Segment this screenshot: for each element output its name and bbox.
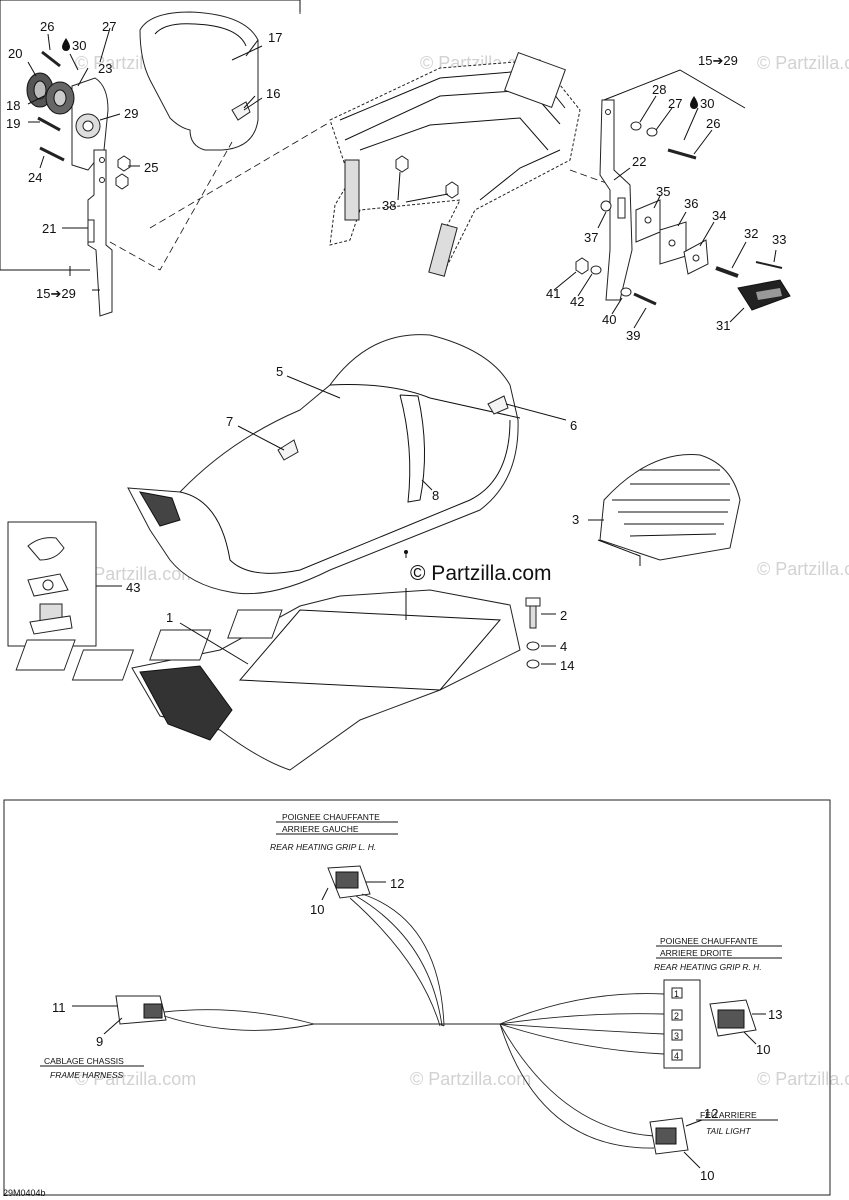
watermark-text: © Partzilla.com: [757, 53, 849, 73]
callout-label: 24: [28, 170, 42, 185]
callout-label: 13: [768, 1007, 782, 1022]
left-grip-label-fr: ARRIERE GAUCHE: [282, 824, 359, 834]
callout-label: 27: [668, 96, 682, 111]
callout-label: 35: [656, 184, 670, 199]
rack-bracket-right: [553, 69, 791, 329]
callouts: 20 26 30 27 17 23 18 19 29 16 25 24 21 1…: [6, 19, 786, 1183]
callout-label: 22: [632, 154, 646, 169]
left-grip-label-en: REAR HEATING GRIP L. H.: [270, 842, 376, 852]
right-grip-label-fr: POIGNEE CHAUFFANTE: [660, 936, 758, 946]
callout-label: 28: [652, 82, 666, 97]
callout-label: 15➔29: [698, 53, 738, 68]
callout-label: 4: [560, 639, 567, 654]
wiring-harness-section: 1 2 3 4 POIGNEE CHAUFFANTE ARRIERE GAUCH…: [3, 799, 831, 1196]
callout-label: 6: [570, 418, 577, 433]
callout-label: 19: [6, 116, 20, 131]
right-grip-label-fr: ARRIERE DROITE: [660, 948, 733, 958]
frame-harness-label-fr: CABLAGE CHASSIS: [44, 1056, 124, 1066]
oil-drop-icon: [690, 96, 698, 109]
left-grip-label-fr: POIGNEE CHAUFFANTE: [282, 812, 380, 822]
seat-base: [15, 550, 521, 771]
kit-43-box: [7, 521, 122, 647]
oil-drop-icon: [62, 38, 70, 51]
callout-label: 33: [772, 232, 786, 247]
watermark-text: © Partzilla.com: [75, 1069, 196, 1089]
callout-label: 10: [756, 1042, 770, 1057]
callout-label: 30: [700, 96, 714, 111]
seat-assembly: [127, 334, 567, 595]
backrest-assembly-left: [0, 0, 331, 317]
diagram-code: 29M0404b: [3, 1188, 46, 1198]
callout-label: 41: [546, 286, 560, 301]
connector-pin-label: 1: [674, 989, 679, 999]
luggage-rack: [299, 12, 621, 277]
watermark-text: © Partzilla.com: [410, 1069, 531, 1089]
callout-label: 14: [560, 658, 574, 673]
callout-label: 29: [124, 106, 138, 121]
callout-label: 37: [584, 230, 598, 245]
callout-label: 30: [72, 38, 86, 53]
callout-label: 36: [684, 196, 698, 211]
hardware-2-4-14: [525, 597, 556, 669]
callout-label: 7: [226, 414, 233, 429]
callout-label: 5: [276, 364, 283, 379]
callout-label: 12: [704, 1106, 718, 1121]
callout-label: 26: [40, 19, 54, 34]
frame-harness-label-en: FRAME HARNESS: [50, 1070, 124, 1080]
callout-label: 15➔29: [36, 286, 76, 301]
callout-label: 23: [98, 61, 112, 76]
connector-pin-label: 2: [674, 1011, 679, 1021]
connector-pin-label: 3: [674, 1031, 679, 1041]
callout-label: 18: [6, 98, 20, 113]
callout-label: 9: [96, 1034, 103, 1049]
partzilla-text: © Partzilla.com: [410, 562, 552, 585]
callout-label: 25: [144, 160, 158, 175]
callout-label: 16: [266, 86, 280, 101]
partzilla-badge: © Partzilla.com: [404, 558, 600, 588]
watermark-text: © Partzilla.com: [757, 559, 849, 579]
callout-label: 40: [602, 312, 616, 327]
callout-label: 2: [560, 608, 567, 623]
callout-label: 10: [700, 1168, 714, 1183]
callout-label: 34: [712, 208, 726, 223]
callout-label: 27: [102, 19, 116, 34]
callout-label: 3: [572, 512, 579, 527]
callout-label: 20: [8, 46, 22, 61]
callout-label: 31: [716, 318, 730, 333]
callout-label: 32: [744, 226, 758, 241]
seat-pad-3: [588, 454, 741, 566]
connector-pin-label: 4: [674, 1051, 679, 1061]
callout-label: 12: [390, 876, 404, 891]
tail-light-label-en: TAIL LIGHT: [706, 1126, 751, 1136]
callout-label: 21: [42, 221, 56, 236]
callout-label: 43: [126, 580, 140, 595]
callout-label: 11: [52, 1000, 66, 1015]
callout-label: 39: [626, 328, 640, 343]
right-grip-label-en: REAR HEATING GRIP R. H.: [654, 962, 762, 972]
callout-label: 17: [268, 30, 282, 45]
callout-label: 8: [432, 488, 439, 503]
watermarks: © Partzilla.com © Partzilla.com © Partzi…: [75, 53, 849, 1089]
callout-label: 38: [382, 198, 396, 213]
callout-label: 1: [166, 610, 173, 625]
watermark-text: © Partzilla.com: [75, 564, 196, 584]
callout-label: 26: [706, 116, 720, 131]
tail-light-label-fr: FEU ARRIERE: [700, 1110, 757, 1120]
callout-label: 42: [570, 294, 584, 309]
watermark-text: © Partzilla.com: [757, 1069, 849, 1089]
callout-label: 10: [310, 902, 324, 917]
